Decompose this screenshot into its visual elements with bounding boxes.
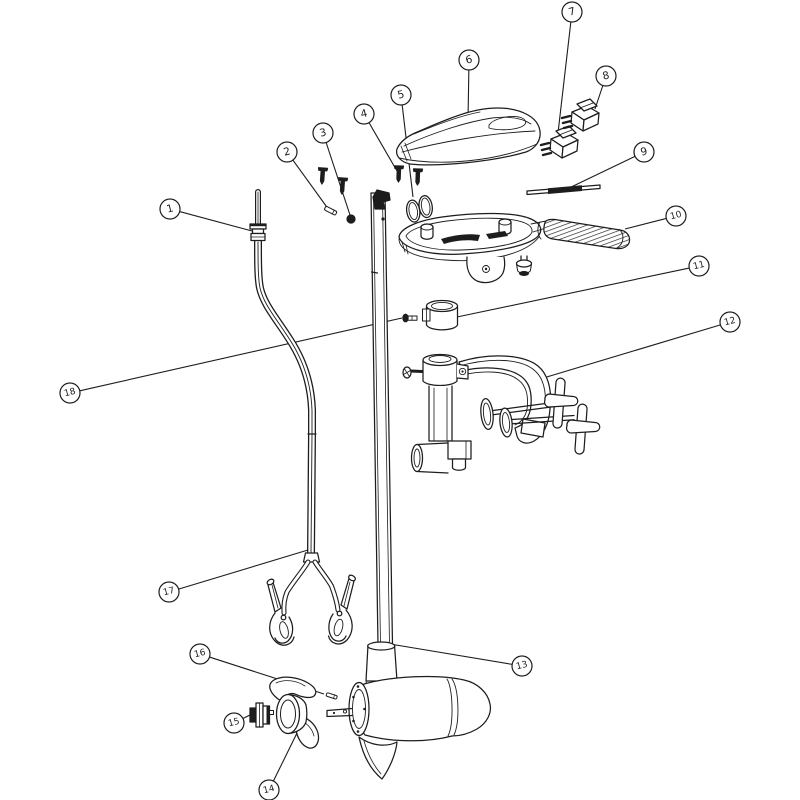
callout-12: 12 [719, 311, 741, 333]
callout-circle-16 [189, 643, 211, 665]
callout-8: 8 [595, 65, 617, 87]
leader-line-11 [456, 267, 690, 318]
leader-line-1 [179, 211, 253, 232]
set-screw-drawing [402, 313, 418, 323]
callout-13: 13 [511, 655, 533, 677]
callout-17: 17 [158, 581, 180, 603]
callout-2: 2 [276, 141, 298, 163]
callout-number-7: 7 [567, 5, 576, 18]
callout-number-3: 3 [318, 126, 327, 139]
callout-18: 18 [59, 382, 81, 404]
callout-number-4: 4 [359, 107, 369, 120]
callout-circle-13 [511, 655, 533, 677]
callout-14: 14 [258, 779, 280, 800]
leader-line-14 [272, 730, 299, 782]
prop-nut-drawing [249, 702, 274, 728]
callout-circle-2 [276, 141, 298, 163]
callout-4: 4 [353, 103, 375, 125]
callout-1: 1 [159, 198, 181, 220]
machine-screw-drawing [317, 167, 329, 185]
machine-screw-drawing [393, 165, 405, 183]
callout-circle-1 [159, 198, 181, 220]
transom-bracket-drawing [402, 353, 601, 474]
leader-line-9 [566, 155, 636, 190]
callout-circle-6 [458, 49, 480, 71]
callout-9: 9 [633, 141, 655, 163]
callout-number-9: 9 [639, 145, 648, 158]
callout-number-5: 5 [396, 88, 405, 101]
callout-number-18: 18 [63, 387, 77, 400]
steel-ball-drawing [346, 214, 356, 224]
callout-circle-4 [353, 103, 375, 125]
rocker-switch-drawing [560, 98, 600, 132]
drive-pin-drawing [324, 206, 338, 216]
callout-10: 10 [665, 205, 687, 227]
callout-6: 6 [458, 49, 480, 71]
leader-line-17 [178, 549, 309, 590]
callout-number-13: 13 [515, 660, 529, 672]
leader-lines [79, 21, 721, 782]
callout-number-1: 1 [165, 202, 174, 215]
depth-collar-drawing [422, 299, 459, 331]
callout-15: 15 [223, 712, 245, 734]
battery-clip-right-drawing [327, 574, 356, 645]
callout-number-11: 11 [692, 260, 706, 272]
clamp-knob-drawing [565, 403, 601, 455]
leader-line-10 [624, 217, 667, 230]
propeller-drawing [269, 676, 320, 749]
main-shaft-drawing [370, 189, 394, 646]
callout-number-17: 17 [162, 586, 176, 598]
callout-5: 5 [390, 84, 412, 106]
callout-circle-5 [390, 84, 412, 106]
clamp-knob-drawing [543, 377, 579, 429]
callout-circle-10 [665, 205, 687, 227]
pivot-knob-drawing [515, 255, 533, 276]
tiller-grip-drawing [543, 218, 631, 250]
control-head-base-drawing [398, 212, 631, 284]
cable-grommet-drawing [249, 223, 267, 242]
callout-circle-12 [719, 311, 741, 333]
shear-pin-drawing [325, 692, 338, 700]
leader-line-13 [389, 643, 513, 665]
callout-circle-15 [223, 712, 245, 734]
callout-number-2: 2 [282, 145, 291, 158]
callout-circle-8 [595, 65, 617, 87]
machine-screw-drawing [412, 168, 424, 186]
leader-line-7 [557, 21, 572, 134]
leader-line-4 [368, 122, 398, 172]
callout-circle-14 [258, 779, 280, 800]
link-rod-drawing [526, 184, 601, 196]
callout-7: 7 [561, 1, 583, 23]
callout-circle-11 [688, 255, 710, 277]
battery-clip-left-drawing [266, 578, 295, 646]
leader-line-2 [292, 159, 330, 211]
callout-circle-3 [312, 122, 334, 144]
leader-line-18 [79, 317, 403, 392]
callout-11: 11 [688, 255, 710, 277]
power-cable-drawing [249, 189, 341, 616]
callout-3: 3 [312, 122, 334, 144]
motor-housing-drawing [326, 641, 492, 780]
callout-number-10: 10 [669, 210, 683, 223]
callout-circle-17 [158, 581, 180, 603]
callout-number-6: 6 [464, 53, 474, 66]
callout-number-16: 16 [193, 648, 207, 661]
callout-16: 16 [189, 643, 211, 665]
callout-circle-9 [633, 141, 655, 163]
callout-number-15: 15 [227, 717, 241, 729]
machine-screw-drawing [337, 177, 349, 195]
o-rings-drawing [405, 195, 433, 223]
callout-number-8: 8 [601, 69, 610, 82]
head-cover-drawing [395, 107, 541, 166]
leader-line-12 [539, 324, 721, 380]
callout-number-14: 14 [262, 784, 276, 797]
callout-circle-18 [59, 382, 81, 404]
callout-number-12: 12 [723, 316, 737, 328]
callout-circle-7 [561, 1, 583, 23]
rocker-switch-drawing [539, 125, 579, 159]
